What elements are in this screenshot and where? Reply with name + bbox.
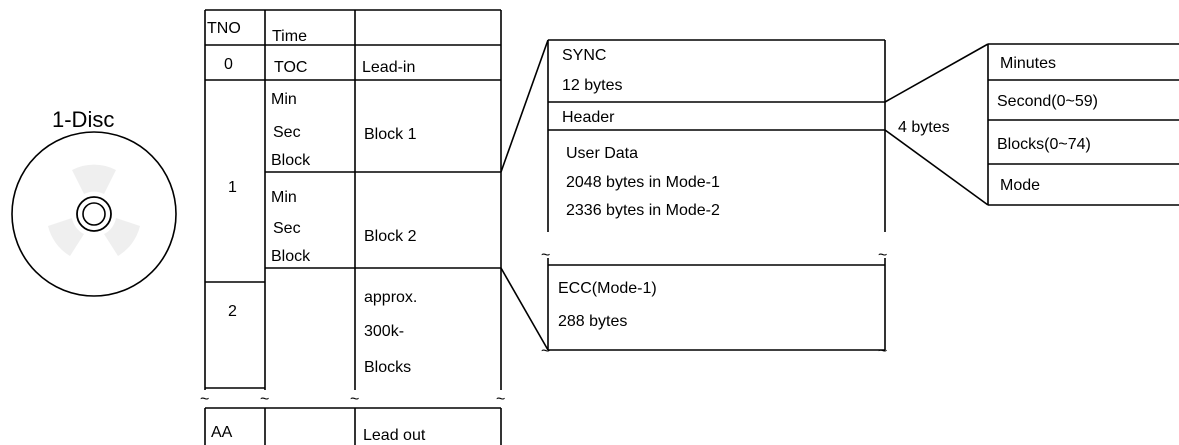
connector-line — [884, 43, 989, 103]
ecc-label: ECC(Mode-1) — [558, 280, 657, 297]
block2-sec: Sec — [273, 220, 301, 237]
toc-cell: TOC — [274, 59, 307, 76]
break-mark: ~ — [878, 343, 887, 360]
connector-line — [500, 267, 549, 351]
header-field-mode: Mode — [1000, 177, 1040, 194]
disc-sector-right — [104, 218, 140, 256]
connector-line — [500, 39, 549, 173]
block-structure: SYNC 12 bytes Header User Data 2048 byte… — [541, 39, 887, 360]
disc-label: 1-Disc — [52, 107, 114, 132]
block1-sec: Sec — [273, 124, 301, 141]
header-detail: Minutes Second(0~59) Blocks(0~74) Mode — [987, 43, 1179, 206]
tno-0: 0 — [224, 56, 233, 73]
approx-line-2: 300k- — [364, 323, 404, 340]
block2-block: Block — [271, 248, 311, 265]
header-field-blocks: Blocks(0~74) — [997, 136, 1091, 153]
disc-hole — [82, 202, 106, 226]
break-mark: ~ — [496, 391, 505, 408]
sync-label: SYNC — [562, 47, 606, 64]
header-tno: TNO — [207, 20, 241, 37]
header-time: Time — [272, 28, 307, 45]
disc-illustration: 1-Disc — [11, 107, 177, 297]
tno-aa: AA — [211, 424, 233, 441]
tno-1: 1 — [228, 179, 237, 196]
user-data-mode1: 2048 bytes in Mode-1 — [566, 174, 720, 191]
user-data-mode2: 2336 bytes in Mode-2 — [566, 202, 720, 219]
break-mark: ~ — [260, 391, 269, 408]
connector-line — [884, 129, 989, 206]
header-size-label: 4 bytes — [898, 119, 950, 136]
user-data-label: User Data — [566, 145, 638, 162]
lead-in-cell: Lead-in — [362, 59, 415, 76]
block1-label: Block 1 — [364, 126, 417, 143]
disc-sector-left — [48, 218, 84, 256]
header-field-minutes: Minutes — [1000, 55, 1056, 72]
approx-line-3: Blocks — [364, 359, 411, 376]
header-field-second: Second(0~59) — [997, 93, 1098, 110]
tno-2: 2 — [228, 303, 237, 320]
header-label: Header — [562, 109, 615, 126]
lead-out-cell: Lead out — [363, 427, 426, 444]
approx-line-1: approx. — [364, 289, 417, 306]
break-mark: ~ — [541, 247, 550, 264]
break-mark: ~ — [350, 391, 359, 408]
break-mark: ~ — [878, 247, 887, 264]
disc-sector-top — [72, 164, 116, 194]
block2-label: Block 2 — [364, 228, 417, 245]
sync-size: 12 bytes — [562, 77, 622, 94]
block1-min: Min — [271, 91, 297, 108]
break-mark: ~ — [200, 391, 209, 408]
ecc-size: 288 bytes — [558, 313, 627, 330]
block2-min: Min — [271, 189, 297, 206]
break-mark: ~ — [541, 343, 550, 360]
block1-block: Block — [271, 152, 311, 169]
track-table: ~ ~ ~ ~ TNO Time 0 TOC Lead-in 1 Min Sec… — [200, 9, 505, 445]
